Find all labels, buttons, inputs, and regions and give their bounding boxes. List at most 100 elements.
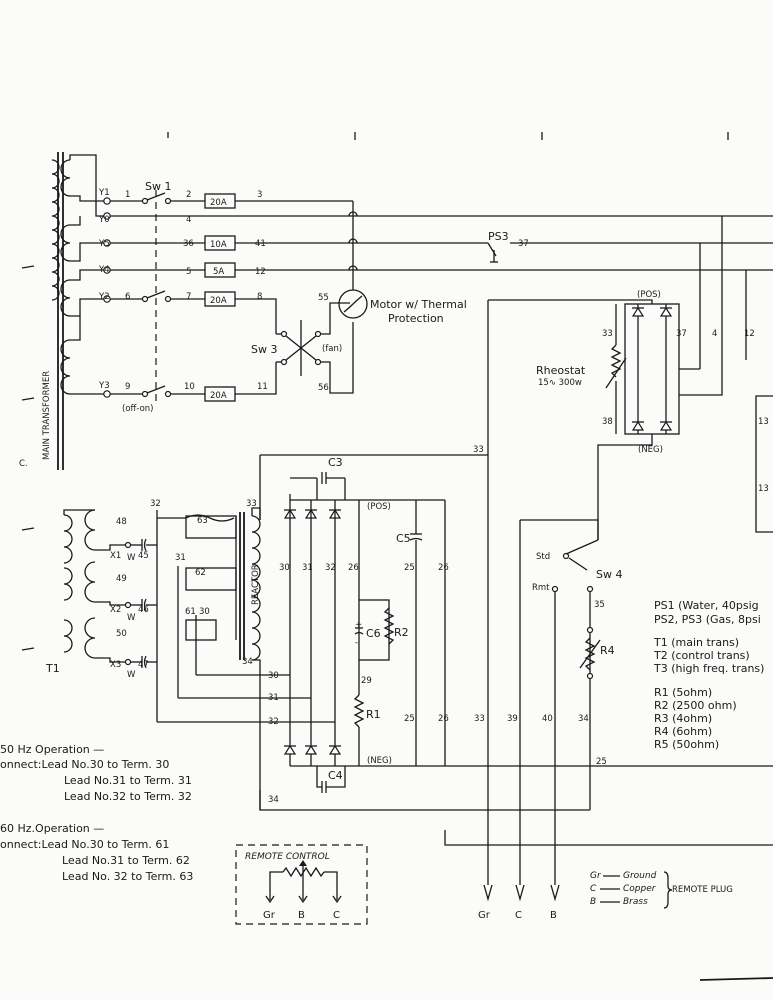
tap-label: Y3 (98, 381, 110, 391)
wire-number: 31 (268, 693, 279, 703)
wire-number: 30 (199, 607, 210, 617)
spec-line: T2 (control trans) (653, 649, 750, 662)
right-edge-box (755, 395, 773, 533)
wire-number: 7 (186, 292, 191, 302)
wire-number: 25 (404, 714, 415, 724)
c6-minus: - (355, 638, 358, 648)
legend-text: Ground (623, 871, 657, 881)
wire-number: 47 (138, 660, 149, 670)
rmt-label: Rmt (532, 583, 550, 593)
pos-top-label: (POS) (637, 290, 661, 300)
wire-number: 34 (578, 714, 589, 724)
wire-number: 35 (594, 600, 605, 610)
wire-number: 31 (175, 553, 186, 563)
legend-abbr: Gr (590, 871, 602, 881)
plug-terminal-label: C (515, 910, 522, 921)
op-note: onnect:Lead No.30 to Term. 61 (0, 838, 169, 851)
c6-plus: + (355, 620, 362, 630)
wire-number: 49 (116, 574, 127, 584)
wire-number: 40 (542, 714, 553, 724)
wire-number: 32 (150, 499, 161, 509)
primary-wires (110, 190, 773, 402)
remote-control-box (235, 844, 368, 925)
remote-gr-label: Gr (263, 910, 276, 921)
wire-number: 4 (186, 215, 191, 225)
legend-brace (663, 871, 673, 909)
tap-label: Y5 (98, 239, 110, 249)
op-note: Lead No.31 to Term. 31 (64, 774, 192, 787)
wire-number: 33 (602, 329, 613, 339)
op-note: 60 Hz.Operation — (0, 822, 104, 835)
control-transformer (63, 507, 335, 810)
c-left-label: C. (19, 459, 28, 469)
w2-label: W (127, 613, 136, 623)
line-crossings (348, 211, 358, 271)
legend-plug-label: REMOTE PLUG (672, 885, 733, 895)
tap-label: Y4 (98, 265, 110, 275)
wire-number: 13 (758, 484, 769, 494)
margin-marks (21, 132, 773, 981)
wire-number: 2 (186, 190, 191, 200)
fuse-label: 20A (210, 198, 227, 208)
op-note: Lead No.32 to Term. 32 (64, 790, 192, 803)
plug-terminal-label: Gr (478, 910, 491, 921)
wire-number: 48 (116, 517, 127, 527)
wire-number: 6 (125, 292, 130, 302)
ps3-label: PS3 (488, 230, 509, 243)
spec-line: R5 (50ohm) (654, 738, 719, 751)
wire-number: 63 (197, 516, 208, 526)
wire-number: 12 (255, 267, 266, 277)
spec-line: R3 (4ohm) (654, 712, 712, 725)
wire-number: 37 (518, 239, 529, 249)
main-transformer-label: MAIN TRANSFORMER (42, 371, 52, 460)
tap-label: Y2 (98, 292, 110, 302)
op-note: Lead No. 32 to Term. 63 (62, 870, 193, 883)
remote-c-label: C (333, 910, 340, 921)
sw3-label: Sw 3 (251, 343, 277, 356)
fan-label: (fan) (322, 344, 342, 354)
wire-number: 38 (602, 417, 613, 427)
upper-bridge (487, 216, 747, 540)
wire-number: 33 (473, 445, 484, 455)
wire-number: 36 (183, 239, 194, 249)
plug-arrows (483, 884, 560, 902)
wire-number: 26 (348, 563, 359, 573)
sw1-label: Sw 1 (145, 180, 171, 193)
r2-label: R2 (394, 626, 409, 639)
wire-number: 62 (195, 568, 206, 578)
fuse-label: 10A (210, 240, 227, 250)
spec-line: R4 (6ohm) (654, 725, 712, 738)
spec-line: T3 (high freq. trans) (653, 662, 764, 675)
neg-top-label: (NEG) (638, 445, 663, 455)
r4-label: R4 (600, 644, 615, 657)
secondary-tap-label: X3 (110, 660, 121, 670)
wire-number: 26 (438, 714, 449, 724)
w3-label: W (127, 670, 136, 680)
t1-label: T1 (45, 662, 60, 675)
neg-mid-label: (NEG) (367, 756, 392, 766)
wire-number: 32 (268, 717, 279, 727)
wire-number: 56 (318, 383, 329, 393)
c6-label: C6 (366, 627, 381, 640)
wire-number: 9 (125, 382, 130, 392)
wire-number: 4 (712, 329, 717, 339)
wire-number: 8 (257, 292, 262, 302)
wire-number: 30 (268, 671, 279, 681)
c3-label: C3 (328, 456, 343, 469)
legend-abbr: B (590, 897, 596, 907)
c4-label: C4 (328, 769, 343, 782)
w1-label: W (127, 553, 136, 563)
wire-number: 34 (268, 795, 279, 805)
wire-number: 13 (758, 417, 769, 427)
wire-number: 32 (325, 563, 336, 573)
wire-number: 12 (744, 329, 755, 339)
wire-number: 45 (138, 551, 149, 561)
wire-number: 1 (125, 190, 130, 200)
sw4-label: Sw 4 (596, 568, 622, 581)
wire-number: 31 (302, 563, 313, 573)
center-power (259, 454, 773, 885)
legend-abbr: C (590, 884, 597, 894)
wire-number: 34 (242, 657, 253, 667)
